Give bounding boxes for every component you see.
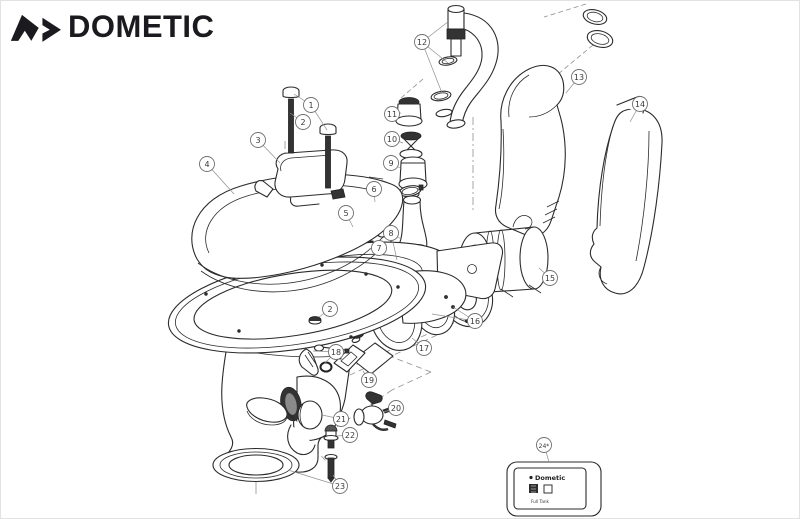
svg-text:10: 10 (387, 135, 397, 144)
part-vent-loop-hose (430, 4, 499, 129)
part-hinge-screws (282, 86, 337, 189)
svg-text:11: 11 (387, 110, 397, 119)
part-switch-module (333, 342, 394, 375)
callout-14: 14 (632, 96, 648, 112)
callout-18: 18 (328, 344, 344, 360)
part-spring-lever (298, 344, 333, 376)
svg-text:2: 2 (327, 305, 332, 314)
svg-text:20: 20 (391, 404, 401, 413)
callout-17: 17 (416, 340, 432, 356)
part-checkvalve-fittings (395, 97, 428, 199)
callout-4: 4 (199, 156, 215, 172)
part-floor-seal (212, 447, 300, 483)
svg-text:12: 12 (417, 38, 427, 47)
part-seat-screw-cap (308, 316, 322, 325)
svg-text:5: 5 (343, 209, 348, 218)
svg-text:6: 6 (371, 185, 376, 194)
part-flush-pedal (246, 397, 316, 456)
callout-10: 10 (384, 131, 400, 147)
part-rear-shroud (494, 64, 566, 237)
flush-button-icon (529, 484, 538, 493)
callout-leader-12 (421, 41, 443, 94)
tank-indicator-icon (543, 484, 553, 494)
part-cover-disc (297, 400, 323, 430)
callout-20: 20 (388, 400, 404, 416)
svg-text:16: 16 (470, 317, 480, 326)
svg-text:22: 22 (345, 431, 355, 440)
callout-6: 6 (366, 181, 382, 197)
panel-logo-dot-icon (529, 475, 533, 480)
callout-12: 12 (414, 34, 430, 50)
callout-23: 23 (332, 478, 348, 494)
part-plunger-plug (323, 424, 339, 449)
svg-text:18: 18 (331, 348, 341, 357)
callout-15: 15 (542, 270, 558, 286)
brand-wordmark: DOMETIC (68, 8, 215, 45)
callout-layer: 1234567891011121314151617181920212222324… (199, 20, 648, 494)
svg-text:9: 9 (388, 159, 393, 168)
part-bowl-rim (167, 256, 427, 354)
svg-text:24*: 24* (539, 443, 550, 450)
part-side-cover (589, 95, 663, 295)
svg-text:7: 7 (376, 244, 381, 253)
part-toilet-lid (191, 173, 404, 293)
callout-2: 2 (322, 301, 338, 317)
svg-text:2: 2 (300, 118, 305, 127)
svg-text:23: 23 (335, 482, 345, 491)
callout-16: 16 (467, 313, 483, 329)
callout-2: 2 (295, 114, 311, 130)
callout-3: 3 (250, 132, 266, 148)
panel-brand-text: Dometic (535, 474, 565, 482)
callout-24*: 24* (536, 437, 552, 453)
part-wall-switch-panel: Dometic Full Tank (506, 461, 602, 517)
callout-19: 19 (361, 372, 377, 388)
svg-text:3: 3 (255, 136, 260, 145)
svg-text:1: 1 (308, 101, 313, 110)
callout-22: 22 (342, 427, 358, 443)
brand-logo: DOMETIC (9, 9, 214, 45)
svg-text:14: 14 (635, 100, 645, 109)
svg-text:21: 21 (336, 415, 346, 424)
callout-7: 7 (371, 240, 387, 256)
dometic-double-arrow-icon (10, 14, 61, 42)
panel-caption-text: Full Tank (531, 499, 550, 504)
part-water-valve (353, 391, 397, 432)
callout-21: 21 (333, 411, 349, 427)
callout-5: 5 (338, 205, 354, 221)
callout-13: 13 (571, 69, 587, 85)
callout-11: 11 (384, 106, 400, 122)
callout-9: 9 (383, 155, 399, 171)
svg-text:19: 19 (364, 376, 374, 385)
svg-text:13: 13 (574, 73, 584, 82)
callout-1: 1 (303, 97, 319, 113)
svg-text:4: 4 (204, 160, 209, 169)
svg-text:15: 15 (545, 274, 555, 283)
svg-text:17: 17 (419, 344, 429, 353)
callout-8: 8 (383, 225, 399, 241)
svg-text:8: 8 (388, 229, 393, 238)
hose-clamp-rings-top (582, 9, 614, 48)
callout-leader-23 (287, 469, 341, 487)
part-mounting-screw (324, 453, 338, 483)
